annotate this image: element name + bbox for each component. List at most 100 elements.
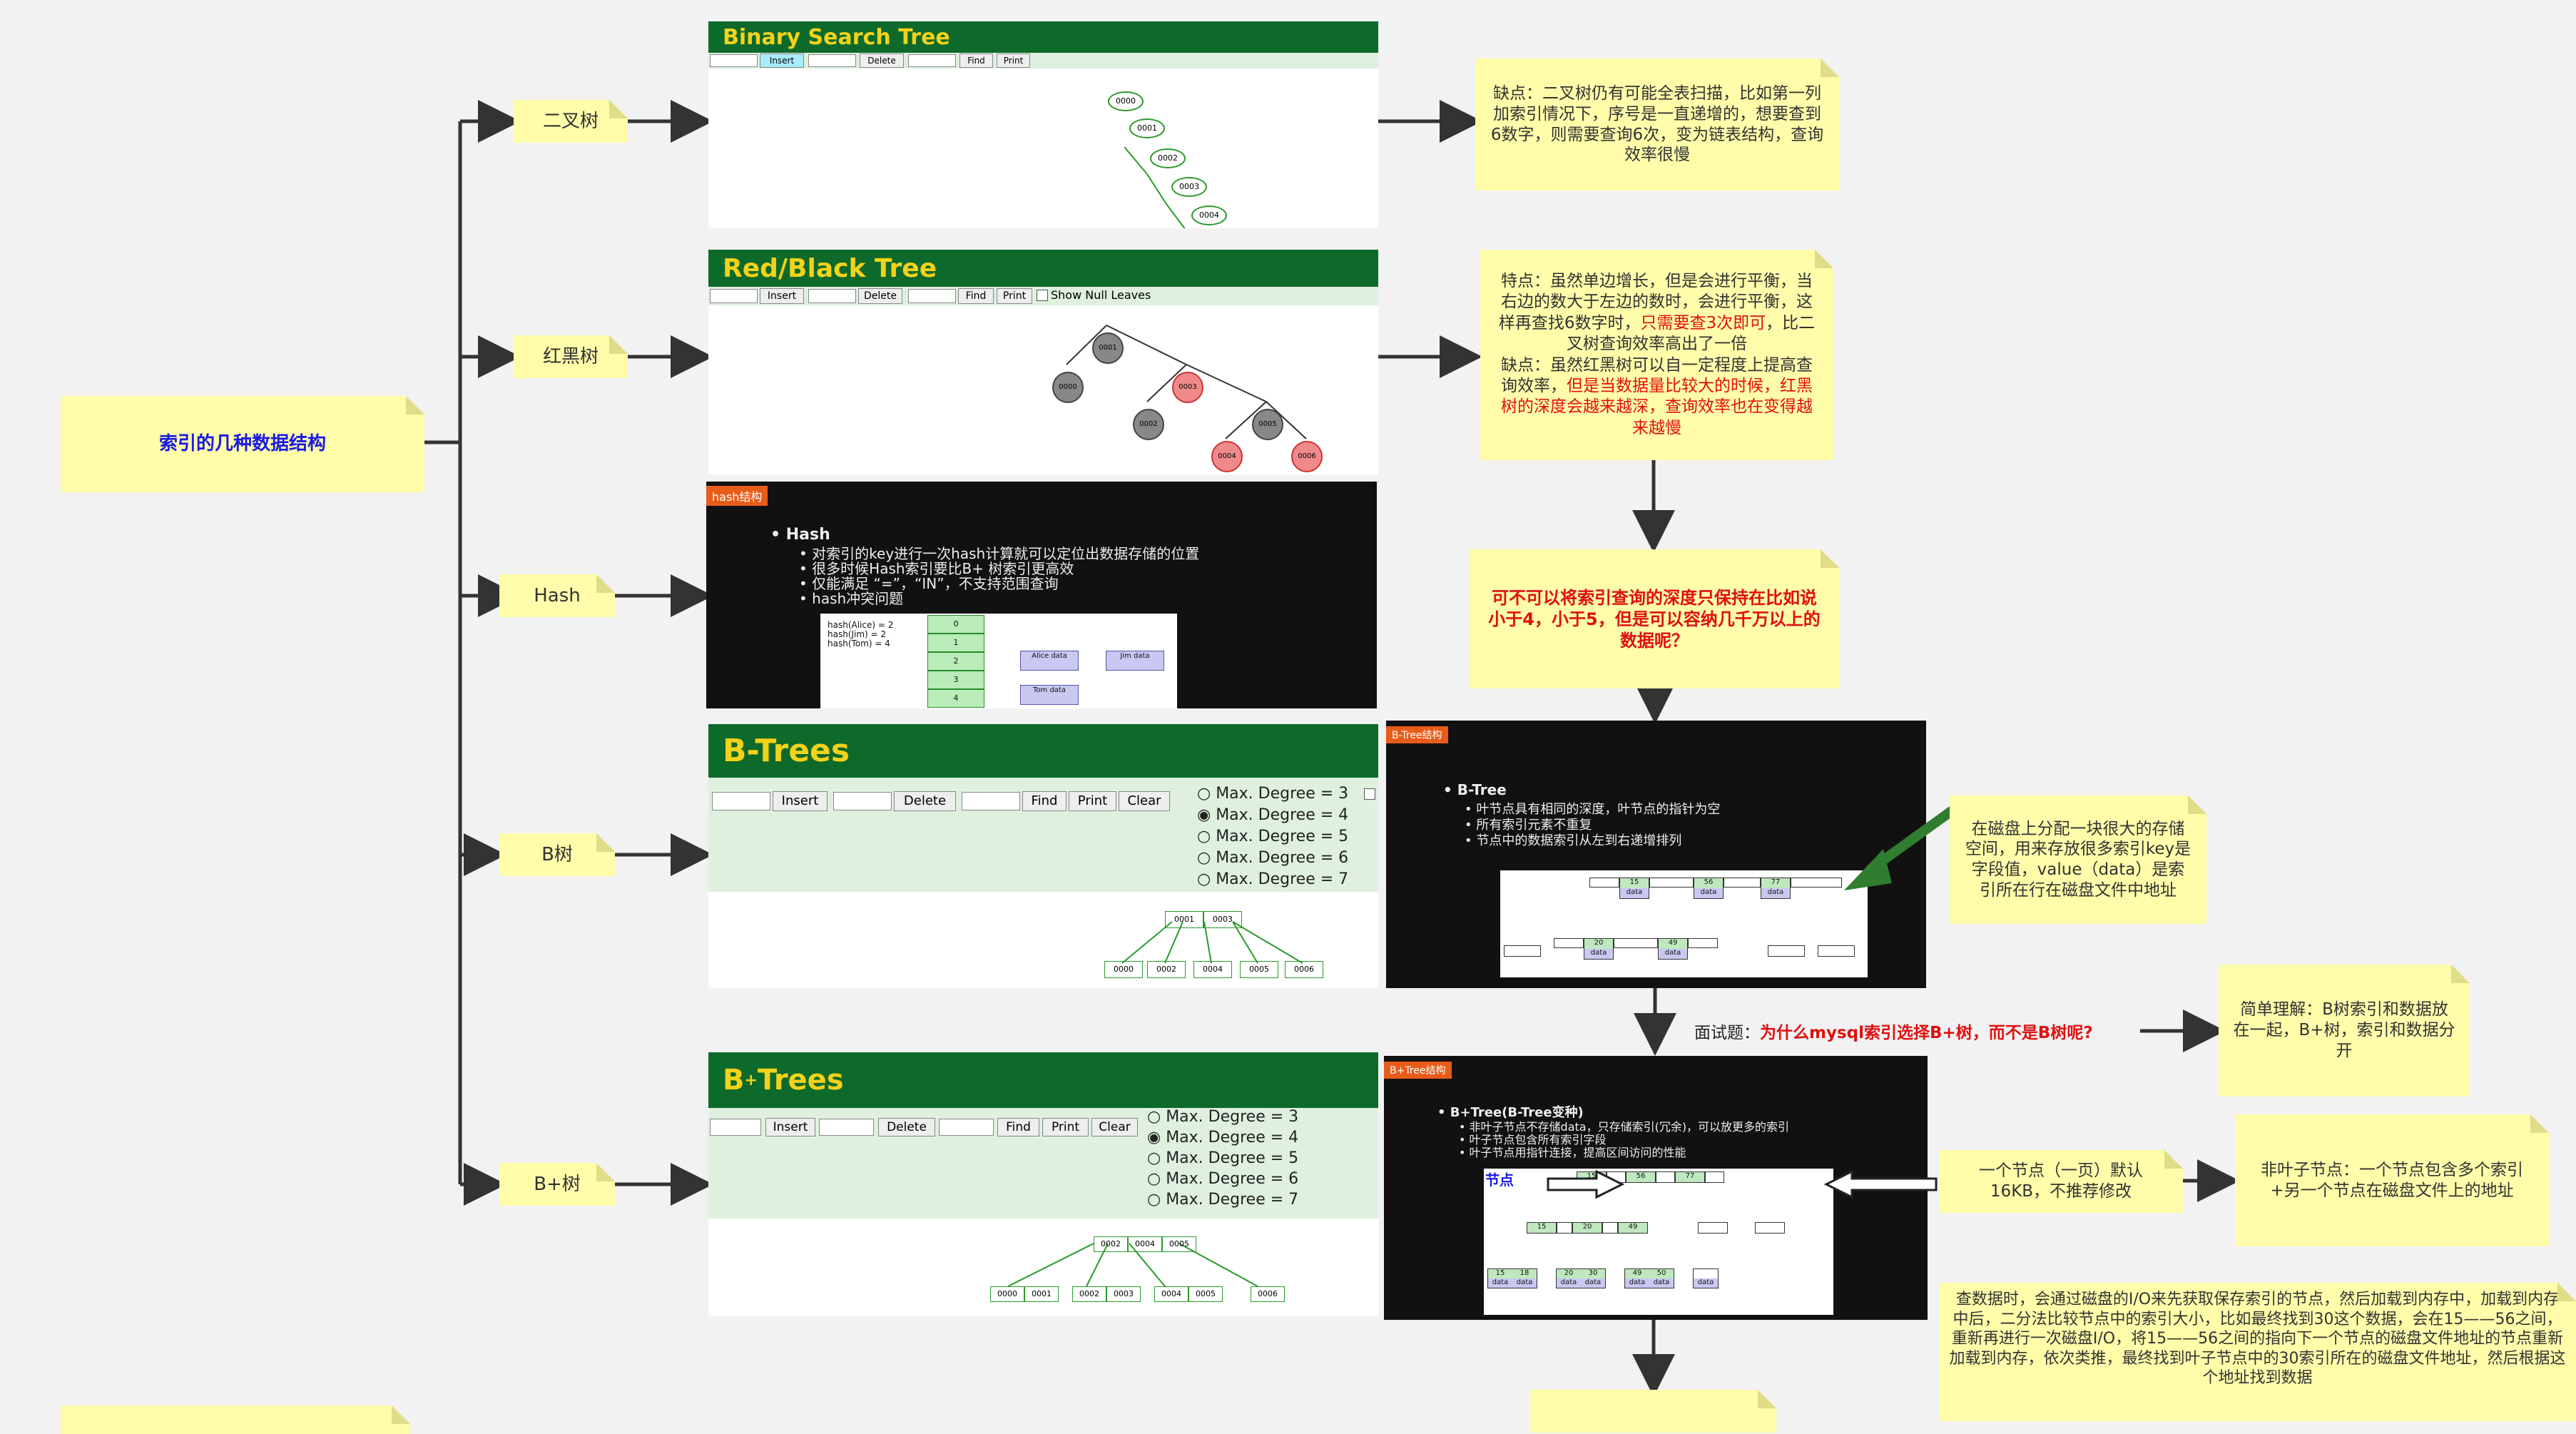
disk-storage-text: 在磁盘上分配一块很大的存储空间，用来存放很多索引key是字段值，value（da… [1965,819,2191,900]
hash-bullet: • hash冲突问题 [799,590,904,607]
bplus-slide-heading: • B+Tree(B-Tree变种) [1437,1105,1584,1120]
bottom-left-note[interactable] [61,1405,410,1434]
btree-leaf: 0005 [1240,961,1278,978]
binary-tree-note[interactable]: 缺点：二叉树仍有可能全表扫描，比如第一列加索引情况下，序号是一直递增的，想要查到… [1475,59,1839,190]
insert-button[interactable]: Insert [773,791,828,811]
btree-leaf: 0002 [1147,961,1186,978]
degree-option[interactable]: ○ Max. Degree = 5 [1197,828,1349,845]
delete-input[interactable] [833,792,892,810]
rb-node-red: 0006 [1291,441,1323,472]
btree-slide-diagram: 15 data 56 data 77 data 20 data 49 [1500,870,1868,977]
clear-button[interactable]: Clear [1091,1118,1138,1136]
delete-button[interactable]: Delete [860,54,904,68]
clear-button[interactable]: Clear [1119,791,1170,811]
simple-understanding-text: 简单理解：B树索引和数据放在一起，B+树，索引和数据分开 [2233,1000,2455,1060]
branch-red-black-tree[interactable]: 红黑树 [514,335,628,378]
degree-option[interactable]: ○ Max. Degree = 7 [1147,1191,1299,1209]
bst-node: 0002 [1150,148,1186,168]
degree-option[interactable]: ○ Max. Degree = 3 [1147,1108,1299,1126]
branch-label: 二叉树 [542,110,599,132]
btree-slide-root: 15 data 56 data 77 data [1589,878,1842,899]
print-button[interactable]: Print [1042,1118,1089,1136]
btree-slide-leaf [1504,945,1541,957]
find-button[interactable]: Find [959,54,993,68]
insert-input[interactable] [710,54,758,67]
bplus-leaf-group: 0002 0003 [1072,1286,1141,1302]
degree-option[interactable]: ○ Max. Degree = 3 [1197,785,1349,803]
find-input[interactable] [908,54,956,67]
degree-option[interactable]: ○ Max. Degree = 6 [1147,1170,1299,1188]
root-topic[interactable]: 索引的几种数据结构 [61,396,424,492]
delete-button[interactable]: Delete [894,791,956,811]
disk-storage-note[interactable]: 在磁盘上分配一块很大的存储空间，用来存放很多索引key是字段值，value（da… [1950,795,2206,924]
degree-option[interactable]: ○ Max. Degree = 5 [1147,1149,1299,1167]
branch-b-tree[interactable]: B树 [499,833,615,876]
find-button[interactable]: Find [958,288,994,304]
insert-input[interactable] [710,1119,761,1136]
print-button[interactable]: Print [1069,791,1116,811]
red-black-tree-note-text: 特点：虽然单边增长，但是会进行平衡，当右边的数大于左边的数时，会进行平衡，这样再… [1498,271,1816,437]
hash-slots: 0 1 2 3 4 [927,615,984,708]
bottom-center-note[interactable] [1530,1390,1776,1433]
bplus-slide-mid: 15 20 49 [1527,1222,1648,1234]
delete-input[interactable] [808,289,856,303]
find-button[interactable]: Find [997,1118,1039,1136]
degree-option-selected[interactable]: ◉ Max. Degree = 4 [1147,1129,1299,1146]
branch-label: Hash [534,584,581,606]
find-input[interactable] [908,289,956,303]
degree-option[interactable]: ○ Max. Degree = 7 [1197,870,1349,888]
bst-node: 0004 [1191,205,1227,225]
node-label: 节点 [1485,1171,1514,1189]
degree-option[interactable]: ○ Max. Degree = 6 [1197,849,1349,867]
find-input[interactable] [962,792,1020,810]
delete-input[interactable] [808,54,856,67]
depth-question-note[interactable]: 可不可以将索引查询的深度只保持在比如说小于4，小于5，但是可以容纳几千万以上的数… [1470,549,1839,688]
insert-input[interactable] [712,792,770,810]
print-button[interactable]: Print [997,288,1032,304]
branch-b-plus-tree[interactable]: B+树 [499,1163,615,1206]
btree-root-node: 0001 0003 [1165,911,1242,928]
insert-button[interactable]: Insert [760,288,804,304]
branch-binary-tree[interactable]: 二叉树 [514,100,628,143]
find-button[interactable]: Find [1022,791,1066,811]
red-black-tree-note[interactable]: 特点：虽然单边增长，但是会进行平衡，当右边的数大于左边的数时，会进行平衡，这样再… [1480,250,1833,460]
print-button[interactable]: Print [997,54,1030,68]
bplus-leaf-group: 0000 0001 [990,1286,1059,1302]
find-input[interactable] [939,1119,994,1136]
btree-leaf: 0004 [1193,961,1232,978]
degree-option-selected[interactable]: ◉ Max. Degree = 4 [1197,806,1349,824]
branch-hash[interactable]: Hash [499,574,615,617]
node-arrow-left-icon [1823,1170,1938,1199]
btree-slide-heading: • B-Tree [1443,781,1507,798]
btree-checkbox[interactable] [1364,788,1375,800]
delete-input[interactable] [819,1119,874,1136]
depth-question-text: 可不可以将索引查询的深度只保持在比如说小于4，小于5，但是可以容纳几千万以上的数… [1488,587,1821,651]
bplus-toolbar: Insert Delete Find Print Clear ○ Max. De… [708,1108,1378,1219]
btree-slide-leaf [1818,945,1855,957]
hash-diagram: hash(Alice) = 2 hash(Jim) = 2 hash(Tom) … [820,614,1177,708]
query-process-text: 查数据时，会通过磁盘的I/O来先获取保存索引的节点，然后加载到内存中，加载到内存… [1949,1291,2566,1387]
insert-button[interactable]: Insert [765,1118,815,1136]
bplus-slide-mid-empty [1698,1222,1728,1234]
hash-bullet: • 很多时候Hash索引要比B+ 树索引更高效 [799,560,1074,577]
null-leaves-checkbox[interactable] [1037,290,1048,301]
rb-title: Red/Black Tree [708,250,1378,287]
delete-button[interactable]: Delete [858,288,902,304]
bst-node: 0003 [1171,177,1207,197]
non-leaf-node-note[interactable]: 非叶子节点：一个节点包含多个索引+另一个节点在磁盘文件上的地址 [2235,1114,2549,1246]
hash-entry: Jim data [1106,651,1164,671]
node-size-note[interactable]: 一个节点（一页）默认16KB，不推荐修改 [1939,1150,2183,1213]
btree-title: B-Trees [708,724,1378,778]
rb-node-black: 0001 [1092,332,1124,364]
bst-title: Binary Search Tree [708,21,1378,53]
delete-button[interactable]: Delete [878,1118,935,1136]
simple-understanding-note[interactable]: 简单理解：B树索引和数据放在一起，B+树，索引和数据分开 [2219,965,2470,1097]
query-process-note[interactable]: 查数据时，会通过磁盘的I/O来先获取保存索引的节点，然后加载到内存中，加载到内存… [1939,1283,2576,1421]
insert-input[interactable] [710,289,758,303]
bst-node: 0000 [1108,91,1144,111]
insert-button[interactable]: Insert [760,54,804,68]
rb-node-black: 0005 [1252,409,1283,440]
bst-toolbar: Insert Delete Find Print [708,53,1378,68]
hash-bullet: • 对索引的key进行一次hash计算就可以定位出数据存储的位置 [799,545,1200,562]
